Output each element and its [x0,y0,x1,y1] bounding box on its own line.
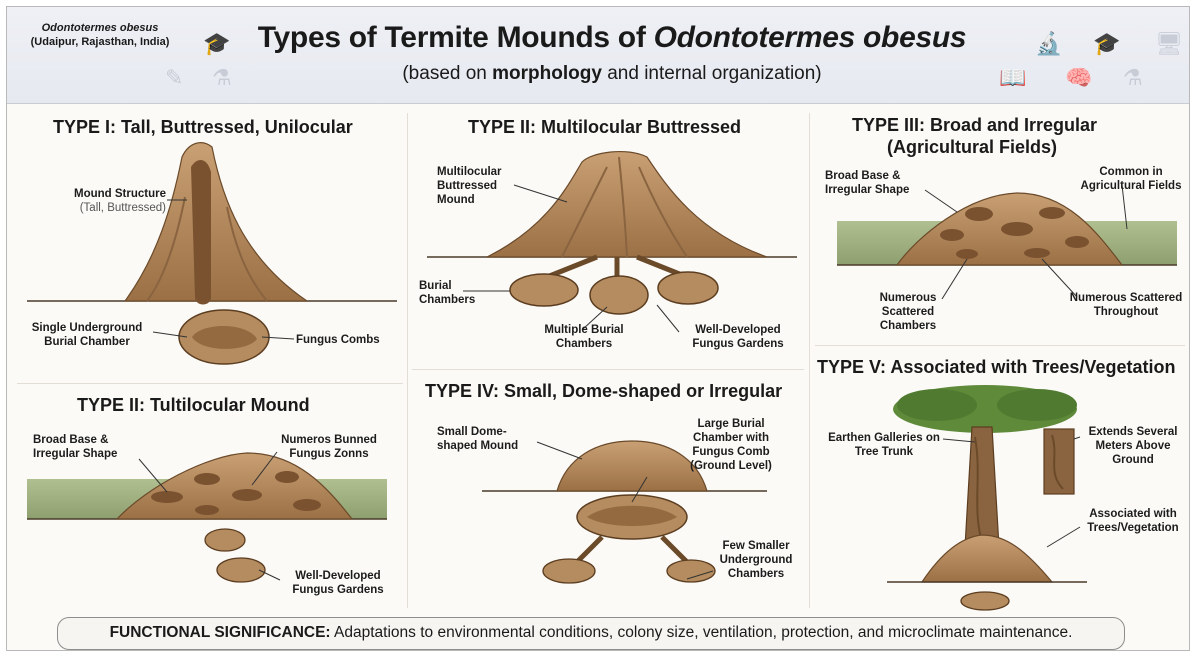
label-large-burial-chamber: Large Burial Chamber with Fungus Comb (G… [671,417,791,473]
type1-title: TYPE I: Tall, Buttressed, Unilocular [53,117,353,138]
type5-title: TYPE V: Associated with Trees/Vegetation [817,357,1175,378]
label-multiple-burial-chambers: Multiple Burial Chambers [529,323,639,351]
label-burial-chambers: Burial Chambers [419,279,467,307]
infographic-frame: Odontotermes obesus (Udaipur, Rajasthan,… [6,6,1190,651]
type5-trunk [965,427,999,547]
type5-illustration [887,385,1087,610]
label-mound-structure: Mound Structure (Tall, Buttressed) [21,187,166,215]
label-broad-base-2: Broad Base & Irregular Shape [33,433,143,461]
type4-small-chamber [543,559,595,583]
type2b-title: TYPE II: Tultilocular Mound [77,395,310,416]
label-few-smaller-chambers: Few Smaller Underground Chambers [711,539,801,581]
label-fungus-gardens: Well-Developed Fungus Gardens [679,323,797,351]
footer-text: Adaptations to environmental conditions,… [331,624,1073,641]
label-scattered-throughout: Numerous Scattered Throughout [1067,291,1185,319]
type5-chamber [961,592,1009,610]
type3-title-2: (Agricultural Fields) [887,137,1057,158]
type1-mound-shape [125,143,307,301]
label-fungus-gardens-2: Well-Developed Fungus Gardens [283,569,393,597]
label-single-burial-chamber: Single Underground Burial Chamber [21,321,153,349]
label-multilocular-mound: Multilocular Buttressed Mound [437,165,515,207]
label-fungus-combs: Fungus Combs [296,333,396,347]
type2b-chamber [217,558,265,582]
label-small-dome: Small Dome-shaped Mound [437,425,537,453]
label-mound-structure-text: Mound Structure [74,188,166,200]
type2-chamber [590,276,648,314]
type3-illustration [837,193,1177,265]
type2-title: TYPE II: Multilocular Buttressed [468,117,741,138]
label-associated-trees: Associated with Trees/Vegetation [1081,507,1185,535]
footer-heading: FUNCTIONAL SIGNIFICANCE: [110,624,331,641]
label-fungus-zones: Numeros Bunned Fungus Zonns [269,433,389,461]
label-common-agricultural: Common in Agricultural Fields [1077,165,1185,193]
label-broad-base: Broad Base & Irregular Shape [825,169,925,197]
type5-mound-base [922,535,1052,582]
type2-chamber [658,272,718,304]
label-mound-structure-sub: (Tall, Buttressed) [21,201,166,215]
type2b-chamber [205,529,245,551]
type2b-illustration [27,453,387,582]
type2-chamber [510,274,578,306]
type4-title: TYPE IV: Small, Dome-shaped or Irregular [425,381,782,402]
type3-title: TYPE III: Broad and Irregular [852,115,1097,136]
label-earthen-galleries: Earthen Galleries on Tree Trunk [825,431,943,459]
type4-small-chamber [667,560,715,582]
functional-significance-box: FUNCTIONAL SIGNIFICANCE: Adaptations to … [57,617,1125,650]
label-scattered-chambers: Numerous Scattered Chambers [853,291,963,333]
label-extends-several: Extends Several Meters Above Ground [1081,425,1185,467]
